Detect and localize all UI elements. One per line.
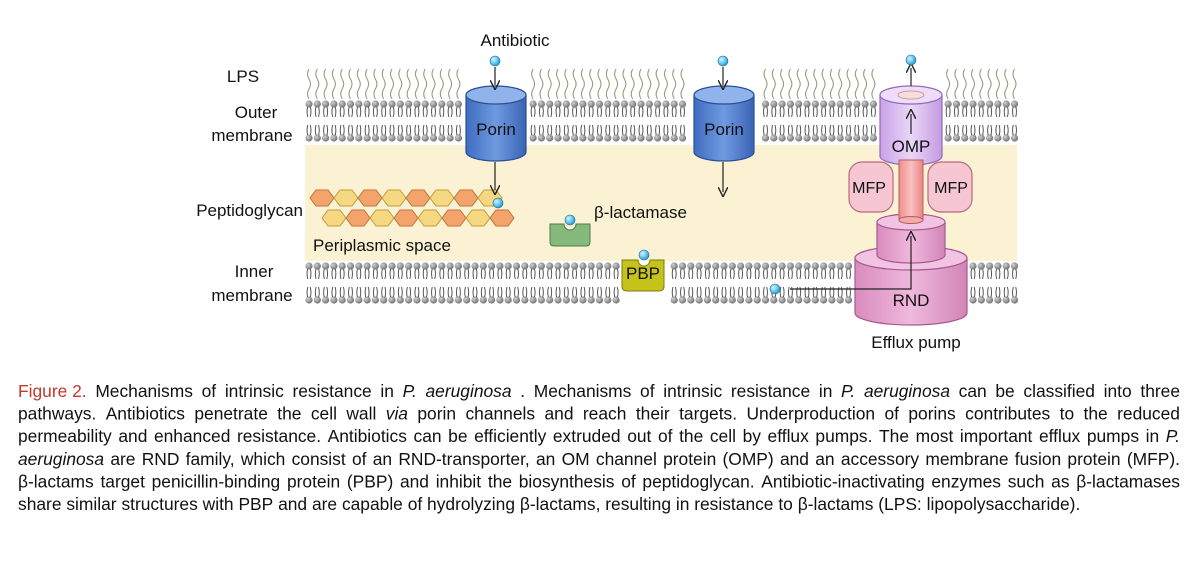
rnd-label: RND xyxy=(893,291,930,310)
antibiotic-molecule xyxy=(492,197,504,209)
outer-membrane xyxy=(305,100,1019,142)
peptidoglycan-label: Peptidoglycan xyxy=(196,201,303,220)
mfp-left xyxy=(848,161,894,213)
omp-label: OMP xyxy=(892,137,931,156)
peptidoglycan xyxy=(309,189,515,227)
outer-membrane-label-line1: Outer xyxy=(235,103,278,122)
porin-label-1: Porin xyxy=(476,120,516,139)
pbp-protein: PBP xyxy=(621,249,665,292)
antibiotic-molecule xyxy=(717,55,729,67)
outer-membrane-label-line2: membrane xyxy=(211,126,292,145)
pbp-label: PBP xyxy=(626,264,660,283)
resistance-mechanism-diagram: LPS Outer membrane Peptidoglycan Peripla… xyxy=(196,31,1019,352)
inner-membrane xyxy=(305,262,1019,304)
lps-label: LPS xyxy=(227,67,259,86)
beta-lactamase-label: β-lactamase xyxy=(594,203,687,222)
porin-channel-2: Porin xyxy=(693,85,755,162)
antibiotic-molecule xyxy=(905,54,917,66)
rnd-transporter xyxy=(854,257,968,326)
efflux-tube xyxy=(898,159,924,221)
porin-label-2: Porin xyxy=(704,120,744,139)
efflux-pump-label: Efflux pump xyxy=(871,333,960,352)
efflux-pump: RND OMP MFP MFP xyxy=(790,54,973,326)
antibiotic-molecule xyxy=(769,283,781,295)
figure-label: Figure 2. xyxy=(18,381,87,401)
antibiotic-molecule xyxy=(489,55,501,67)
mfp-label-right: MFP xyxy=(934,180,968,197)
periplasmic-space-label: Periplasmic space xyxy=(313,236,451,255)
porin-channel-1: Porin xyxy=(465,85,527,162)
antibiotic-label: Antibiotic xyxy=(481,31,550,50)
inner-membrane-label-line1: Inner xyxy=(235,262,274,281)
lps-layer xyxy=(306,68,1017,100)
beta-lactamase-enzyme xyxy=(549,214,591,247)
inner-membrane-label-line2: membrane xyxy=(211,286,292,305)
mfp-right xyxy=(927,161,973,213)
mfp-label-left: MFP xyxy=(852,180,886,197)
efflux-route-arrow xyxy=(790,236,911,290)
